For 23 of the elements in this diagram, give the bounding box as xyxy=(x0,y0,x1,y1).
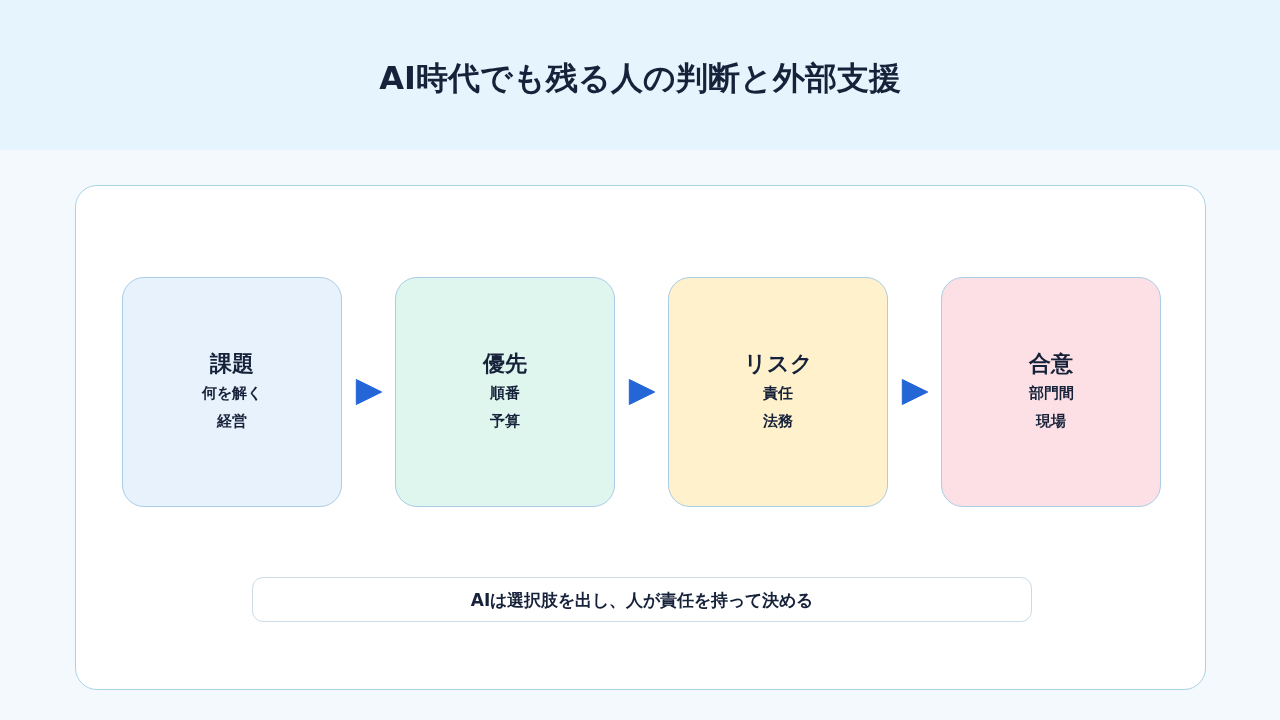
step-keyword: 責任 xyxy=(763,383,793,404)
arrow xyxy=(355,379,383,405)
step-title: 優先 xyxy=(483,350,527,378)
step-card xyxy=(122,277,342,507)
step-card xyxy=(941,277,1161,507)
step-title: 合意 xyxy=(1029,350,1073,378)
step-keyword: 順番 xyxy=(490,383,520,404)
arrow xyxy=(628,379,656,405)
step-keyword: 法務 xyxy=(763,411,793,432)
step-card xyxy=(395,277,615,507)
step-card xyxy=(668,277,888,507)
step-keyword: 現場 xyxy=(1036,411,1066,432)
note-box xyxy=(252,577,1032,622)
page-title: AI時代でも残る人の判断と外部支援 xyxy=(378,58,902,99)
step-keyword: 部門間 xyxy=(1028,383,1074,404)
step-keyword: 何を解く xyxy=(202,383,262,404)
step-keyword: 経営 xyxy=(217,411,247,432)
step-title: 課題 xyxy=(210,350,254,378)
step-title: リスク xyxy=(743,350,813,378)
arrow xyxy=(901,379,929,405)
step-keyword: 予算 xyxy=(490,411,520,432)
note-text: AIは選択肢を出し、人が責任を持って決める xyxy=(470,588,814,612)
content-panel xyxy=(75,185,1206,690)
